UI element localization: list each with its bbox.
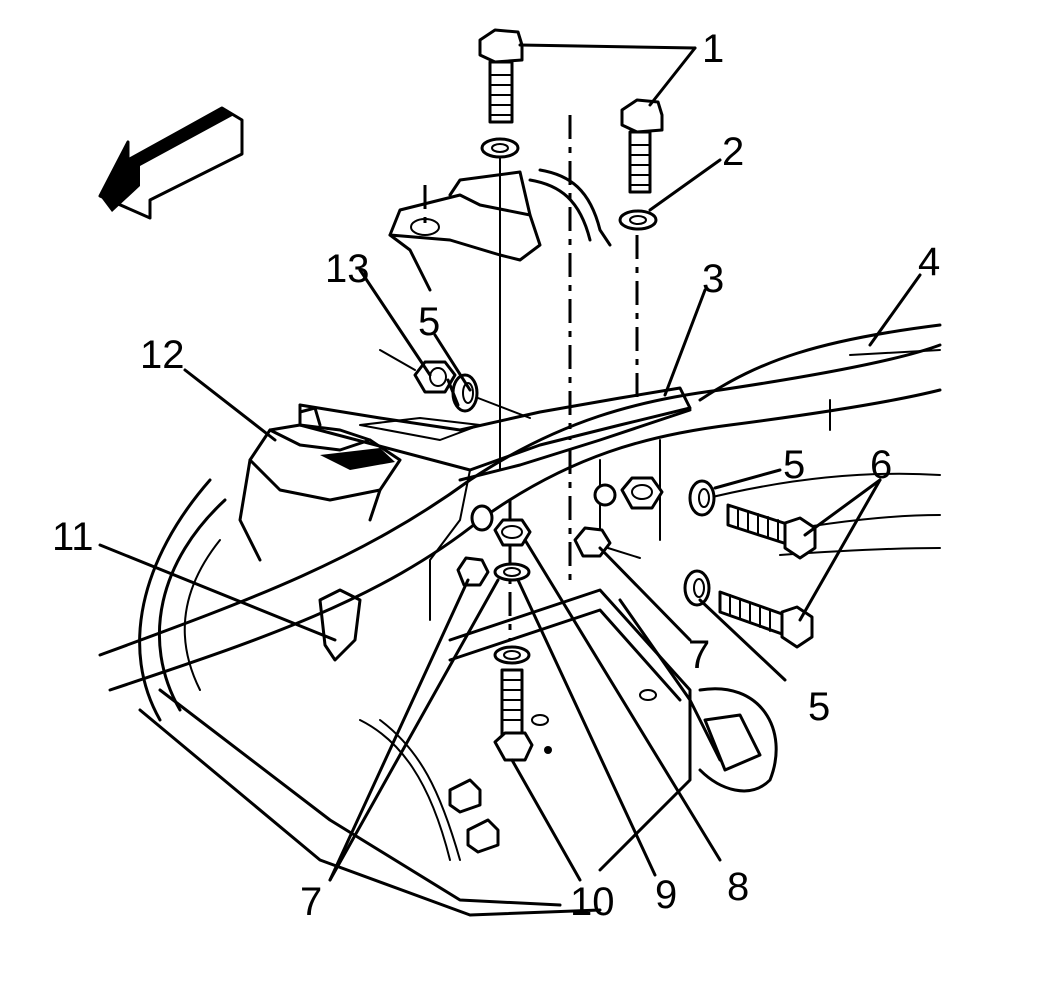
upper-bolt-right: [620, 98, 664, 194]
nut-right-frame: [593, 476, 664, 510]
front-direction-arrow: [98, 106, 244, 220]
callout-5-lower: 5: [808, 685, 830, 729]
callout-10: 10: [570, 880, 615, 924]
callout-7-right: 7: [688, 633, 710, 677]
washer-5-upper: [451, 373, 531, 419]
callout-9: 9: [655, 873, 677, 917]
callout-11: 11: [52, 515, 94, 559]
callout-8: 8: [727, 865, 749, 909]
callout-1: 1: [702, 27, 724, 71]
callout-6: 6: [870, 443, 892, 487]
nut-8: [493, 518, 532, 547]
nut-7-right: [573, 526, 641, 559]
callout-2: 2: [722, 130, 744, 174]
callout-3: 3: [702, 257, 724, 301]
callout-7-left: 7: [300, 880, 322, 924]
callout-5-upper: 5: [418, 300, 440, 344]
callout-5-right: 5: [783, 443, 805, 487]
left-hub-assembly: [138, 478, 602, 917]
frame-rail: [98, 323, 942, 692]
transmission-support-bracket: [359, 588, 778, 872]
nut-7-left: [456, 504, 494, 587]
side-bolt-upper: [688, 479, 817, 560]
washer-9: [493, 562, 531, 582]
mount-bracket: [388, 168, 612, 292]
leader-lines: [98, 43, 922, 882]
callout-13: 13: [325, 247, 370, 291]
upper-bolt-left: [478, 28, 524, 124]
callout-4: 4: [918, 240, 940, 284]
engine-mount: [238, 406, 402, 562]
washer-lower: [493, 645, 531, 665]
washer-upper-right: [618, 209, 658, 231]
side-bolt-lower: [683, 569, 814, 649]
washer-upper-left: [480, 137, 520, 159]
callout-12: 12: [140, 333, 185, 377]
lower-bolts: [448, 778, 500, 854]
bolt-10: [493, 668, 534, 762]
